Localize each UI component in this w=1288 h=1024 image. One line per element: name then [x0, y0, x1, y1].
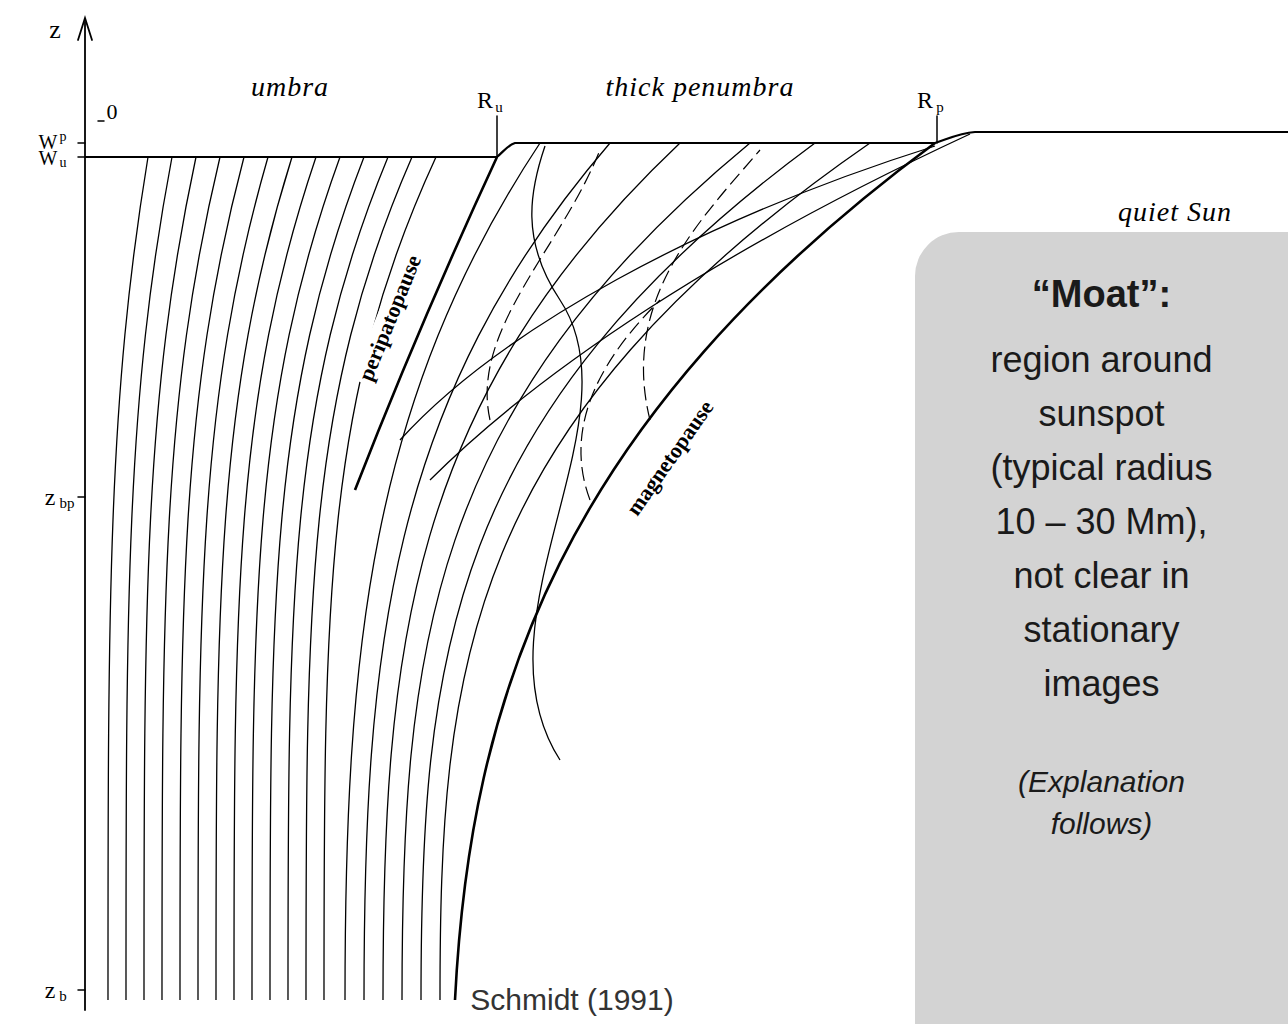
depth-symbol: z	[45, 485, 56, 509]
axis-tick	[78, 142, 85, 144]
solar-surface	[85, 132, 1288, 157]
depth-symbol: W	[39, 148, 58, 168]
depth-symbol: z	[45, 978, 56, 1002]
field-line	[324, 157, 436, 1000]
dashed-line	[643, 150, 760, 420]
depth-index: u	[60, 156, 67, 170]
field-line	[270, 157, 364, 1000]
field-line	[216, 157, 292, 1000]
magnetopause-curve	[455, 143, 935, 1000]
field-line	[421, 143, 815, 1000]
hidden-flux-tubes	[487, 150, 760, 500]
z-axis	[84, 22, 86, 1010]
axis-origin: 0	[107, 101, 118, 123]
wavy-flux-tube	[532, 146, 582, 760]
region-label: quiet Sun	[1118, 198, 1232, 226]
region-label: thick penumbra	[606, 73, 795, 101]
axis-label: z	[49, 17, 61, 43]
axis-tick	[78, 989, 85, 991]
region-label: umbra	[251, 73, 329, 101]
axis-group	[78, 18, 937, 1010]
axis-arrow	[78, 18, 92, 40]
boundary-label: magnetopause	[618, 392, 721, 524]
callout-body: region around sunspot (typical radius 10…	[982, 333, 1222, 711]
depth-index: p	[60, 130, 67, 144]
field-line	[144, 157, 196, 1000]
radius-tick	[936, 116, 938, 143]
radius-tick	[496, 116, 498, 157]
field-line	[288, 157, 388, 1000]
field-line	[108, 157, 148, 1000]
axis-tick	[78, 496, 85, 498]
field-line	[440, 143, 870, 1000]
umbral-field-lines	[108, 157, 436, 1000]
field-line	[198, 157, 268, 1000]
radius-symbol: R	[477, 88, 493, 112]
field-line	[234, 157, 316, 1000]
moat-callout-box: “Moat”: region around sunspot (typical ra…	[915, 232, 1288, 1024]
field-line	[402, 143, 750, 1000]
depth-index: bp	[60, 496, 75, 511]
dashed-line	[487, 150, 600, 420]
field-line	[126, 157, 172, 1000]
depth-index: b	[59, 989, 67, 1004]
axis-tick	[98, 120, 104, 122]
boundary-label: peripatopause	[351, 248, 428, 389]
field-line	[162, 157, 220, 1000]
callout-heading: “Moat”:	[952, 270, 1252, 319]
penumbral-field-lines	[345, 134, 970, 1000]
radius-index: p	[936, 100, 944, 115]
callout-body: (Explanation follows)	[982, 761, 1222, 845]
source-credit: Schmidt (1991)	[466, 983, 677, 1017]
radius-symbol: R	[917, 88, 933, 112]
field-line	[383, 143, 680, 1000]
radius-index: u	[495, 100, 503, 115]
axis-tick	[78, 156, 85, 158]
